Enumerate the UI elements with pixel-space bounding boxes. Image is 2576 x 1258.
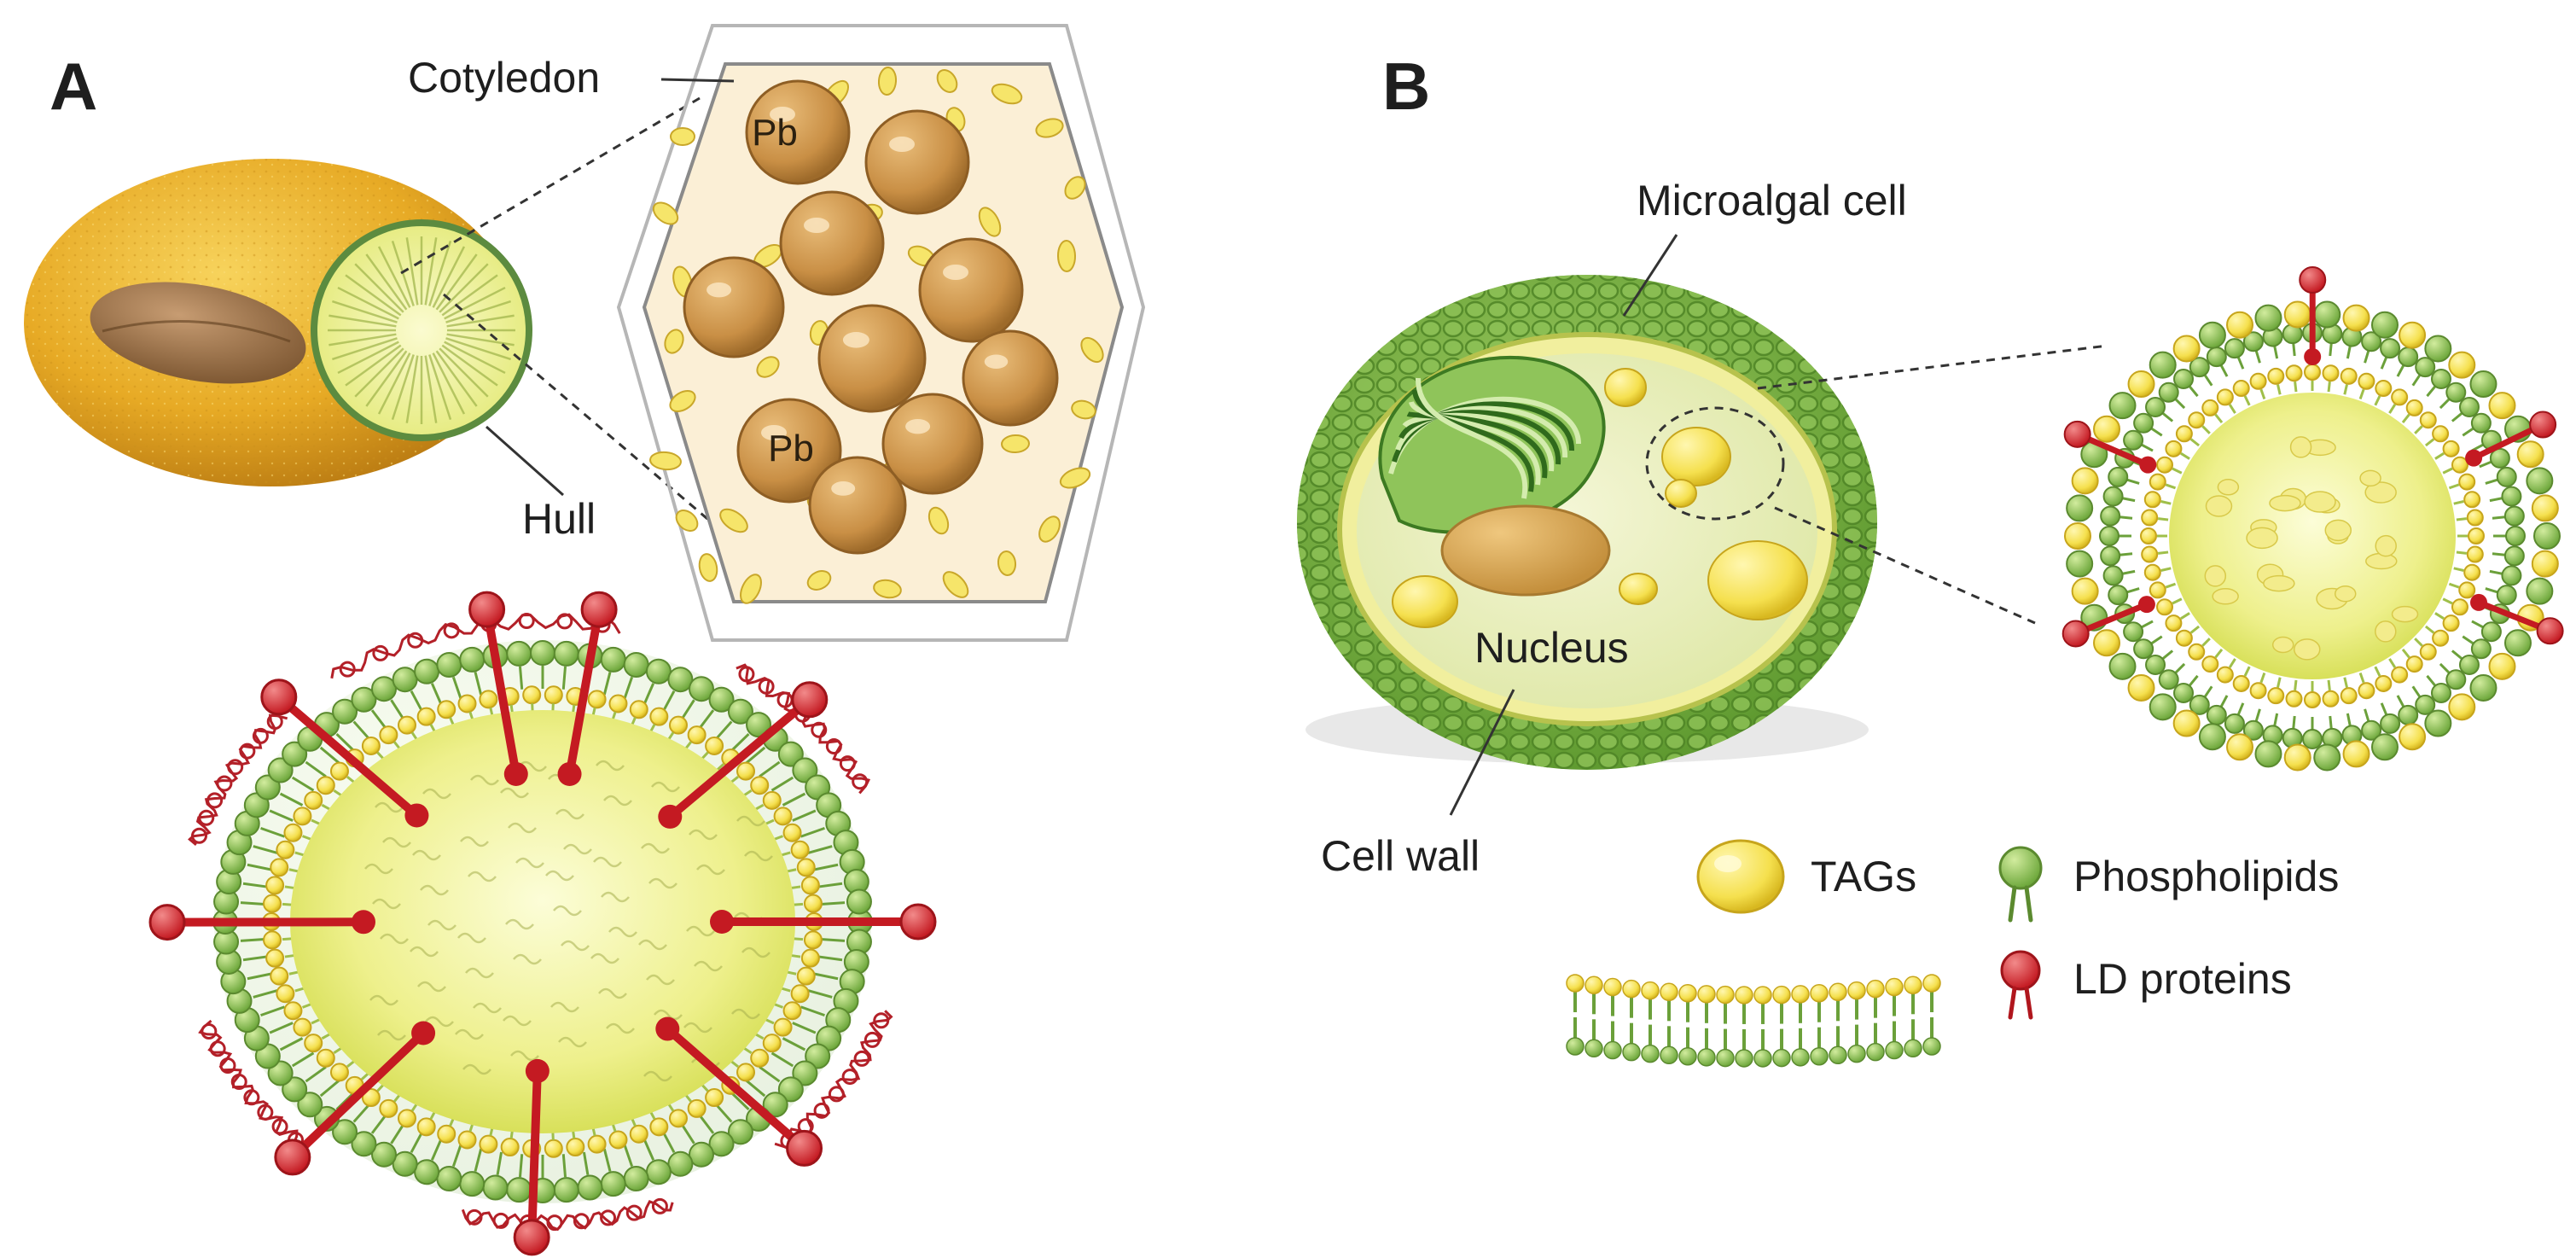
tag-droplet (1619, 573, 1658, 605)
legend-label-phospholipids: Phospholipids (2073, 853, 2339, 900)
ld-protein (666, 695, 814, 821)
oil-body (1035, 118, 1064, 138)
microalgal-cell (1297, 275, 1877, 770)
oil-body (740, 574, 762, 604)
oil-body (1080, 336, 1104, 364)
legend-label-tags: TAGs (1811, 853, 1916, 900)
ld-protein (565, 605, 604, 778)
oil-body (649, 451, 682, 471)
protein-body (808, 456, 907, 555)
protein-body-label-1: Pb (752, 112, 798, 154)
oil-body (1071, 399, 1096, 420)
ld-protein (482, 605, 520, 778)
lipid-droplet-small (2061, 266, 2564, 772)
ld-protein (663, 1024, 809, 1153)
protein-body (817, 304, 927, 413)
zoom-connector-a (400, 96, 730, 539)
oil-body (936, 69, 958, 93)
protein-body (736, 398, 842, 504)
microalgal-cell-label: Microalgal cell (1637, 177, 1907, 224)
tag-droplet (1604, 368, 1647, 407)
tag-droplet (1661, 427, 1731, 486)
cotyledon-cell (616, 24, 1146, 642)
phospholipid-icon (1998, 846, 2043, 923)
ld-protein-icon (2000, 950, 2041, 1020)
oil-body-large (148, 591, 937, 1256)
panel-a-label: A (49, 49, 97, 124)
protein-body (864, 109, 970, 215)
oil-body (873, 579, 902, 599)
tag-droplet (1392, 575, 1458, 628)
protein-body (779, 190, 885, 296)
protein-body (918, 237, 1024, 343)
chloroplast (1378, 355, 1606, 534)
oil-body (1056, 240, 1077, 272)
seed-embryo (90, 282, 306, 384)
bilayer-segment-icon (1566, 974, 1941, 1068)
microalgal-cell-leader (1622, 234, 1678, 317)
zoom-connector-b (1757, 344, 2108, 625)
oil-body (927, 506, 950, 535)
hull-leader (486, 425, 564, 497)
protein-body-label-2: Pb (768, 428, 814, 469)
oil-body (877, 67, 898, 96)
ld-protein (527, 1066, 542, 1242)
legend: TAGs Phospholipids LD proteins (1566, 839, 2339, 1068)
tag-droplet-icon (1696, 839, 1785, 914)
oil-body (997, 550, 1017, 576)
protein-body (962, 329, 1059, 427)
nucleus-label: Nucleus (1474, 624, 1629, 672)
protein-body (745, 79, 851, 185)
protein-body (683, 256, 785, 358)
cell-wall-label: Cell wall (1321, 832, 1480, 880)
oil-body (978, 207, 1002, 237)
nucleus (1440, 504, 1611, 597)
oil-body (652, 201, 679, 225)
seed-cross-section-lens (311, 219, 532, 441)
cotyledon-label: Cotyledon (408, 54, 600, 102)
hull-label: Hull (522, 495, 596, 543)
protein-body (881, 393, 984, 495)
tag-droplet (1707, 540, 1808, 620)
zoom-circle (1645, 406, 1785, 521)
oil-body (1038, 515, 1061, 543)
legend-label-ld-proteins: LD proteins (2073, 955, 2292, 1003)
oil-body (1064, 176, 1086, 200)
tag-droplet (1665, 479, 1697, 508)
oil-body (991, 83, 1023, 105)
ld-protein (288, 1028, 428, 1162)
oil-body (670, 127, 695, 146)
oil-body (664, 329, 684, 354)
panel-b-label: B (1382, 49, 1430, 124)
oil-body (1059, 467, 1091, 489)
cotyledon-leader (660, 78, 735, 83)
cell-wall-leader (1449, 689, 1515, 816)
oil-body (675, 510, 699, 532)
oil-body (719, 508, 748, 533)
oil-body (756, 356, 780, 378)
oil-body (669, 390, 696, 412)
ld-protein (274, 692, 422, 820)
oil-body (1001, 434, 1030, 454)
oil-body (942, 571, 969, 598)
oil-body (698, 553, 718, 582)
oil-body (806, 570, 832, 591)
